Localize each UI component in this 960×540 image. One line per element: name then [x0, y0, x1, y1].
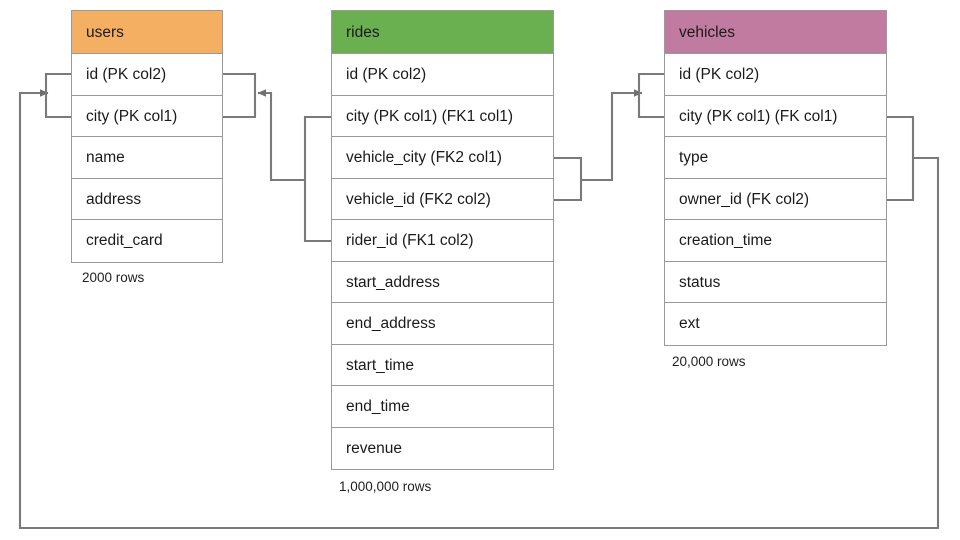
table-users-column[interactable]: credit_card [72, 220, 222, 262]
table-users-column[interactable]: city (PK col1) [72, 95, 222, 137]
table-vehicles-column[interactable]: type [665, 137, 886, 179]
edge-rides-city-bracket [303, 115, 331, 243]
table-rides-column[interactable]: end_time [332, 386, 553, 428]
table-rides-column[interactable]: vehicle_id (FK2 col2) [332, 178, 553, 220]
table-rides-header: rides [332, 11, 553, 54]
table-vehicles-column[interactable]: city (PK col1) (FK col1) [665, 95, 886, 137]
table-rides[interactable]: rides id (PK col2) city (PK col1) (FK1 c… [331, 10, 554, 470]
edge-fk1-path [257, 89, 305, 182]
table-vehicles-row-count: 20,000 rows [672, 354, 746, 369]
table-users-column[interactable]: address [72, 178, 222, 220]
table-vehicles-column[interactable]: owner_id (FK col2) [665, 178, 886, 220]
edge-fk3-path [18, 89, 940, 530]
edge-users-right-bracket [223, 72, 257, 119]
table-rides-column[interactable]: start_address [332, 261, 553, 303]
table-users-column[interactable]: id (PK col2) [72, 54, 222, 96]
table-users[interactable]: users id (PK col2) city (PK col1) name a… [71, 10, 223, 263]
table-users-header: users [72, 11, 222, 54]
table-users-column[interactable]: name [72, 137, 222, 179]
table-rides-column[interactable]: start_time [332, 344, 553, 386]
edge-vehicles-right-bracket [887, 115, 915, 202]
table-vehicles-column[interactable]: creation_time [665, 220, 886, 262]
table-rides-row-count: 1,000,000 rows [339, 479, 432, 494]
edge-rides-vehicle-bracket [554, 156, 583, 202]
table-vehicles-column[interactable]: status [665, 261, 886, 303]
table-vehicles-column[interactable]: id (PK col2) [665, 54, 886, 96]
edge-users-left-bracket [44, 72, 71, 119]
table-vehicles-column[interactable]: ext [665, 303, 886, 345]
table-rides-column[interactable]: id (PK col2) [332, 54, 553, 96]
table-rides-column[interactable]: rider_id (FK1 col2) [332, 220, 553, 262]
table-rides-column[interactable]: end_address [332, 303, 553, 345]
edge-vehicles-left-bracket [637, 72, 664, 119]
table-users-row-count: 2000 rows [82, 270, 145, 285]
table-rides-column[interactable]: city (PK col1) (FK1 col1) [332, 95, 553, 137]
table-rides-column[interactable]: revenue [332, 427, 553, 469]
table-vehicles[interactable]: vehicles id (PK col2) city (PK col1) (FK… [664, 10, 887, 346]
edge-fk2-path [581, 89, 643, 182]
table-vehicles-header: vehicles [665, 11, 886, 54]
table-rides-column[interactable]: vehicle_city (FK2 col1) [332, 137, 553, 179]
